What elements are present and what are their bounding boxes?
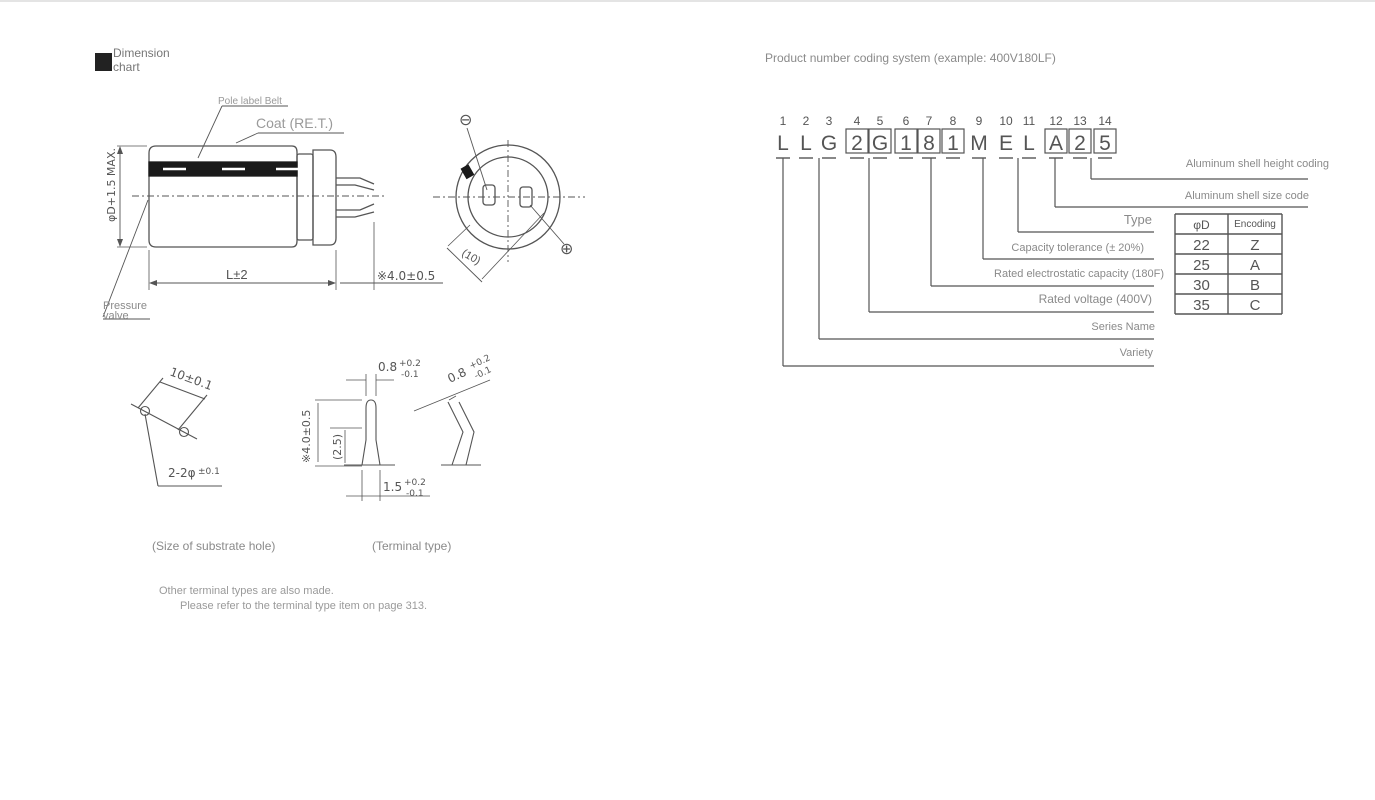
code-character: 2 bbox=[851, 132, 863, 155]
caption-terminal-type: (Terminal type) bbox=[372, 539, 452, 553]
side-terminal-thickness-label: 0.8 bbox=[445, 365, 468, 386]
terminal-thickness-tol-up: +0.2 bbox=[399, 359, 421, 369]
hole-diameter-label: 2-2φ bbox=[168, 466, 196, 480]
code-character: 1 bbox=[900, 132, 912, 155]
field-type: Type bbox=[1124, 212, 1152, 227]
dimension-chart-title: Dimension chart bbox=[113, 46, 170, 74]
dimension-title-line1: Dimension bbox=[113, 46, 170, 60]
terminal-type-drawing bbox=[315, 374, 491, 501]
position-number: 13 bbox=[1073, 114, 1087, 128]
capacitor-end-view bbox=[433, 127, 585, 283]
code-character: A bbox=[1049, 132, 1063, 155]
field-size-code: Aluminum shell size code bbox=[1185, 190, 1309, 202]
code-character: M bbox=[970, 132, 988, 155]
code-character: 1 bbox=[947, 132, 959, 155]
position-number: 14 bbox=[1098, 114, 1112, 128]
minus-terminal-icon: ⊖ bbox=[459, 110, 472, 129]
code-box bbox=[1044, 128, 1068, 154]
position-number: 12 bbox=[1049, 114, 1063, 128]
field-rated-capacity: Rated electrostatic capacity (180F) bbox=[994, 268, 1164, 280]
dimension-chart-marker bbox=[95, 53, 112, 71]
code-box bbox=[894, 128, 918, 154]
pole-label-belt-label: Pole label Belt bbox=[218, 96, 282, 107]
position-number: 9 bbox=[976, 114, 983, 128]
size-encoding-table: φD Encoding 22 Z 25 A 30 B 35 C bbox=[1174, 213, 1283, 315]
plus-terminal-icon: ⊕ bbox=[560, 239, 573, 258]
field-variety: Variety bbox=[1120, 347, 1154, 359]
code-character: L bbox=[1023, 132, 1035, 155]
code-character: G bbox=[872, 132, 888, 155]
note-refer-page: Please refer to the terminal type item o… bbox=[180, 600, 428, 612]
length-dimension-label: L±2 bbox=[226, 267, 248, 282]
table-cell-encoding: Z bbox=[1250, 237, 1259, 254]
top-border bbox=[0, 0, 1375, 2]
code-box bbox=[1068, 128, 1092, 154]
capacitor-side-view bbox=[102, 105, 443, 320]
position-number: 2 bbox=[803, 114, 810, 128]
position-number: 6 bbox=[903, 114, 910, 128]
code-box bbox=[917, 128, 941, 154]
code-character: 5 bbox=[1099, 132, 1111, 155]
table-cell-diameter: 35 bbox=[1193, 297, 1210, 314]
position-number: 11 bbox=[1023, 114, 1036, 128]
field-rated-voltage: Rated voltage (400V) bbox=[1039, 292, 1152, 306]
field-series-name: Series Name bbox=[1091, 321, 1155, 333]
pressure-valve-label-1: Pressure bbox=[103, 300, 147, 312]
code-character: E bbox=[999, 132, 1013, 155]
code-box bbox=[941, 128, 965, 154]
terminal-thickness-label: 0.8 bbox=[378, 360, 397, 374]
table-cell-diameter: 22 bbox=[1193, 237, 1210, 254]
position-number: 7 bbox=[926, 114, 933, 128]
terminal-thickness-tol-down: -0.1 bbox=[401, 370, 419, 380]
terminal-width-label: 1.5 bbox=[383, 480, 402, 494]
substrate-hole-drawing bbox=[130, 377, 222, 487]
position-number: 8 bbox=[950, 114, 957, 128]
position-number: 4 bbox=[854, 114, 861, 128]
table-cell-diameter: 30 bbox=[1193, 277, 1210, 294]
pressure-valve-label-2: valve bbox=[103, 310, 129, 322]
position-number: 3 bbox=[826, 114, 833, 128]
code-character: L bbox=[800, 132, 812, 155]
position-number: 1 bbox=[780, 114, 787, 128]
terminal-width-tol-down: -0.1 bbox=[406, 489, 424, 499]
terminal-width-tol-up: +0.2 bbox=[404, 478, 426, 488]
diameter-dimension-label: φD+1.5 MAX. bbox=[105, 148, 118, 222]
coat-label: Coat (RE.T.) bbox=[256, 115, 333, 131]
table-cell-encoding: C bbox=[1250, 297, 1261, 314]
hole-pitch-label: 10±0.1 bbox=[168, 365, 215, 393]
table-cell-encoding: A bbox=[1250, 257, 1260, 274]
table-cell-diameter: 25 bbox=[1193, 257, 1210, 274]
pitch-dimension-label: (10) bbox=[460, 247, 483, 267]
note-other-terminals: Other terminal types are also made. bbox=[159, 585, 334, 597]
terminal-length-label: ※4.0±0.5 bbox=[377, 269, 435, 283]
code-box bbox=[868, 128, 892, 154]
caption-substrate-hole: (Size of substrate hole) bbox=[152, 539, 276, 553]
code-box bbox=[845, 128, 869, 154]
coding-leader-lines bbox=[782, 158, 1308, 367]
table-header-diameter: φD bbox=[1193, 218, 1210, 232]
code-character: L bbox=[777, 132, 789, 155]
hole-diameter-tolerance: ±0.1 bbox=[198, 467, 220, 477]
terminal-inner-label: (2.5) bbox=[331, 434, 344, 460]
code-character: 2 bbox=[1074, 132, 1086, 155]
coding-system-title: Product number coding system (example: 4… bbox=[765, 51, 1056, 65]
code-character: 8 bbox=[923, 132, 935, 155]
code-character: G bbox=[821, 132, 837, 155]
field-capacity-tolerance: Capacity tolerance (± 20%) bbox=[1011, 242, 1144, 254]
table-cell-encoding: B bbox=[1250, 277, 1260, 294]
field-height-coding: Aluminum shell height coding bbox=[1186, 158, 1329, 170]
code-box bbox=[1093, 128, 1117, 154]
terminal-height-label: ※4.0±0.5 bbox=[300, 410, 313, 463]
position-number: 10 bbox=[999, 114, 1013, 128]
dimension-title-line2: chart bbox=[113, 60, 140, 74]
position-number: 5 bbox=[877, 114, 884, 128]
table-header-encoding: Encoding bbox=[1234, 219, 1276, 230]
